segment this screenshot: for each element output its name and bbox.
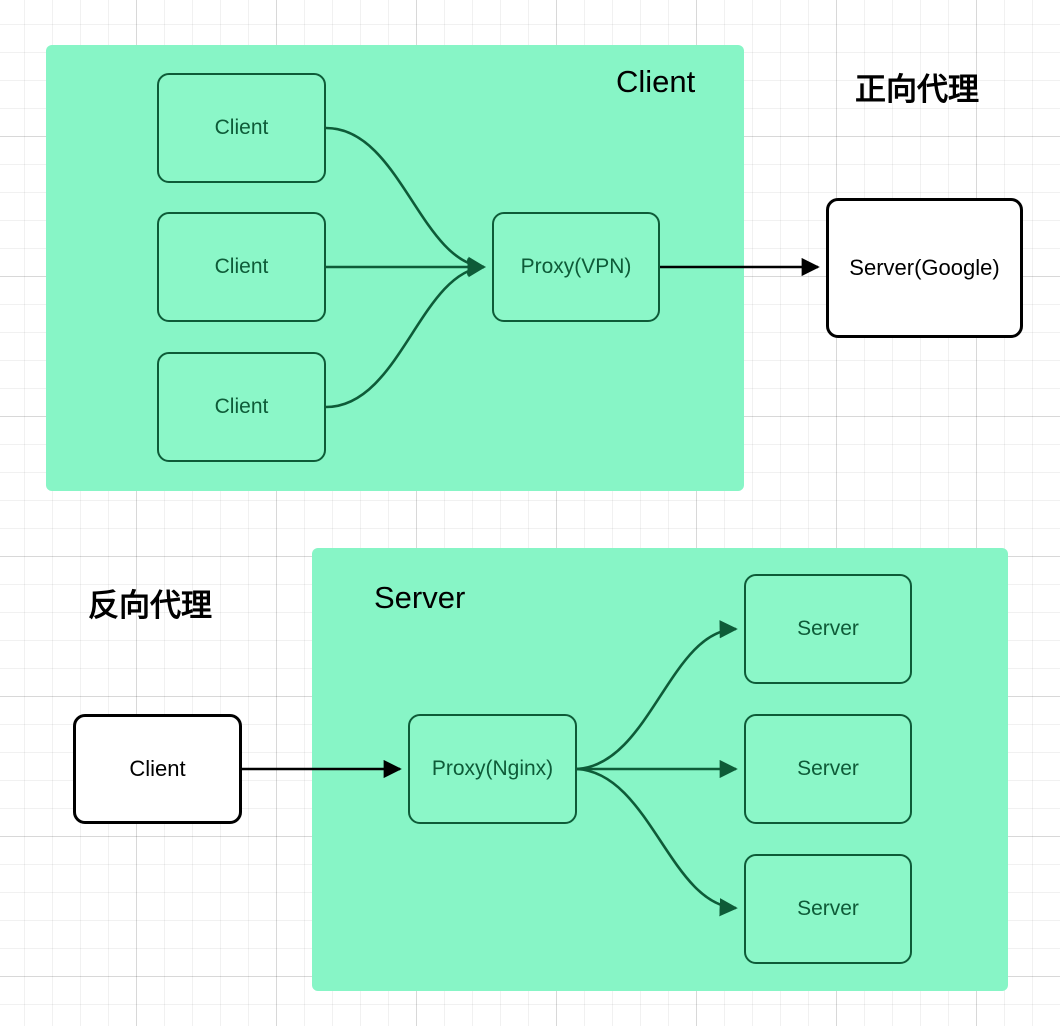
node-proxy-vpn-label: Proxy(VPN) <box>520 254 632 278</box>
node-server-3-label: Server <box>797 896 859 920</box>
node-client-2[interactable]: Client <box>157 212 326 322</box>
node-server-1[interactable]: Server <box>744 574 912 684</box>
node-server-3[interactable]: Server <box>744 854 912 964</box>
forward-proxy-side-title: 正向代理 <box>855 72 979 107</box>
node-proxy-vpn[interactable]: Proxy(VPN) <box>492 212 660 322</box>
node-proxy-nginx[interactable]: Proxy(Nginx) <box>408 714 577 824</box>
node-server-google-label: Server(Google) <box>849 255 1000 281</box>
node-client-reverse[interactable]: Client <box>73 714 242 824</box>
node-server-2-label: Server <box>797 756 859 780</box>
node-server-1-label: Server <box>797 616 859 640</box>
reverse-proxy-panel-title: Server <box>374 580 466 615</box>
node-client-3[interactable]: Client <box>157 352 326 462</box>
node-client-2-label: Client <box>214 254 269 278</box>
node-client-1-label: Client <box>214 115 269 139</box>
reverse-proxy-side-title: 反向代理 <box>88 588 212 623</box>
node-server-google[interactable]: Server(Google) <box>826 198 1023 338</box>
node-client-1[interactable]: Client <box>157 73 326 183</box>
node-client-3-label: Client <box>214 394 269 418</box>
node-server-2[interactable]: Server <box>744 714 912 824</box>
node-proxy-nginx-label: Proxy(Nginx) <box>431 756 554 780</box>
node-client-reverse-label: Client <box>129 756 186 782</box>
forward-proxy-panel-title: Client <box>616 64 696 99</box>
